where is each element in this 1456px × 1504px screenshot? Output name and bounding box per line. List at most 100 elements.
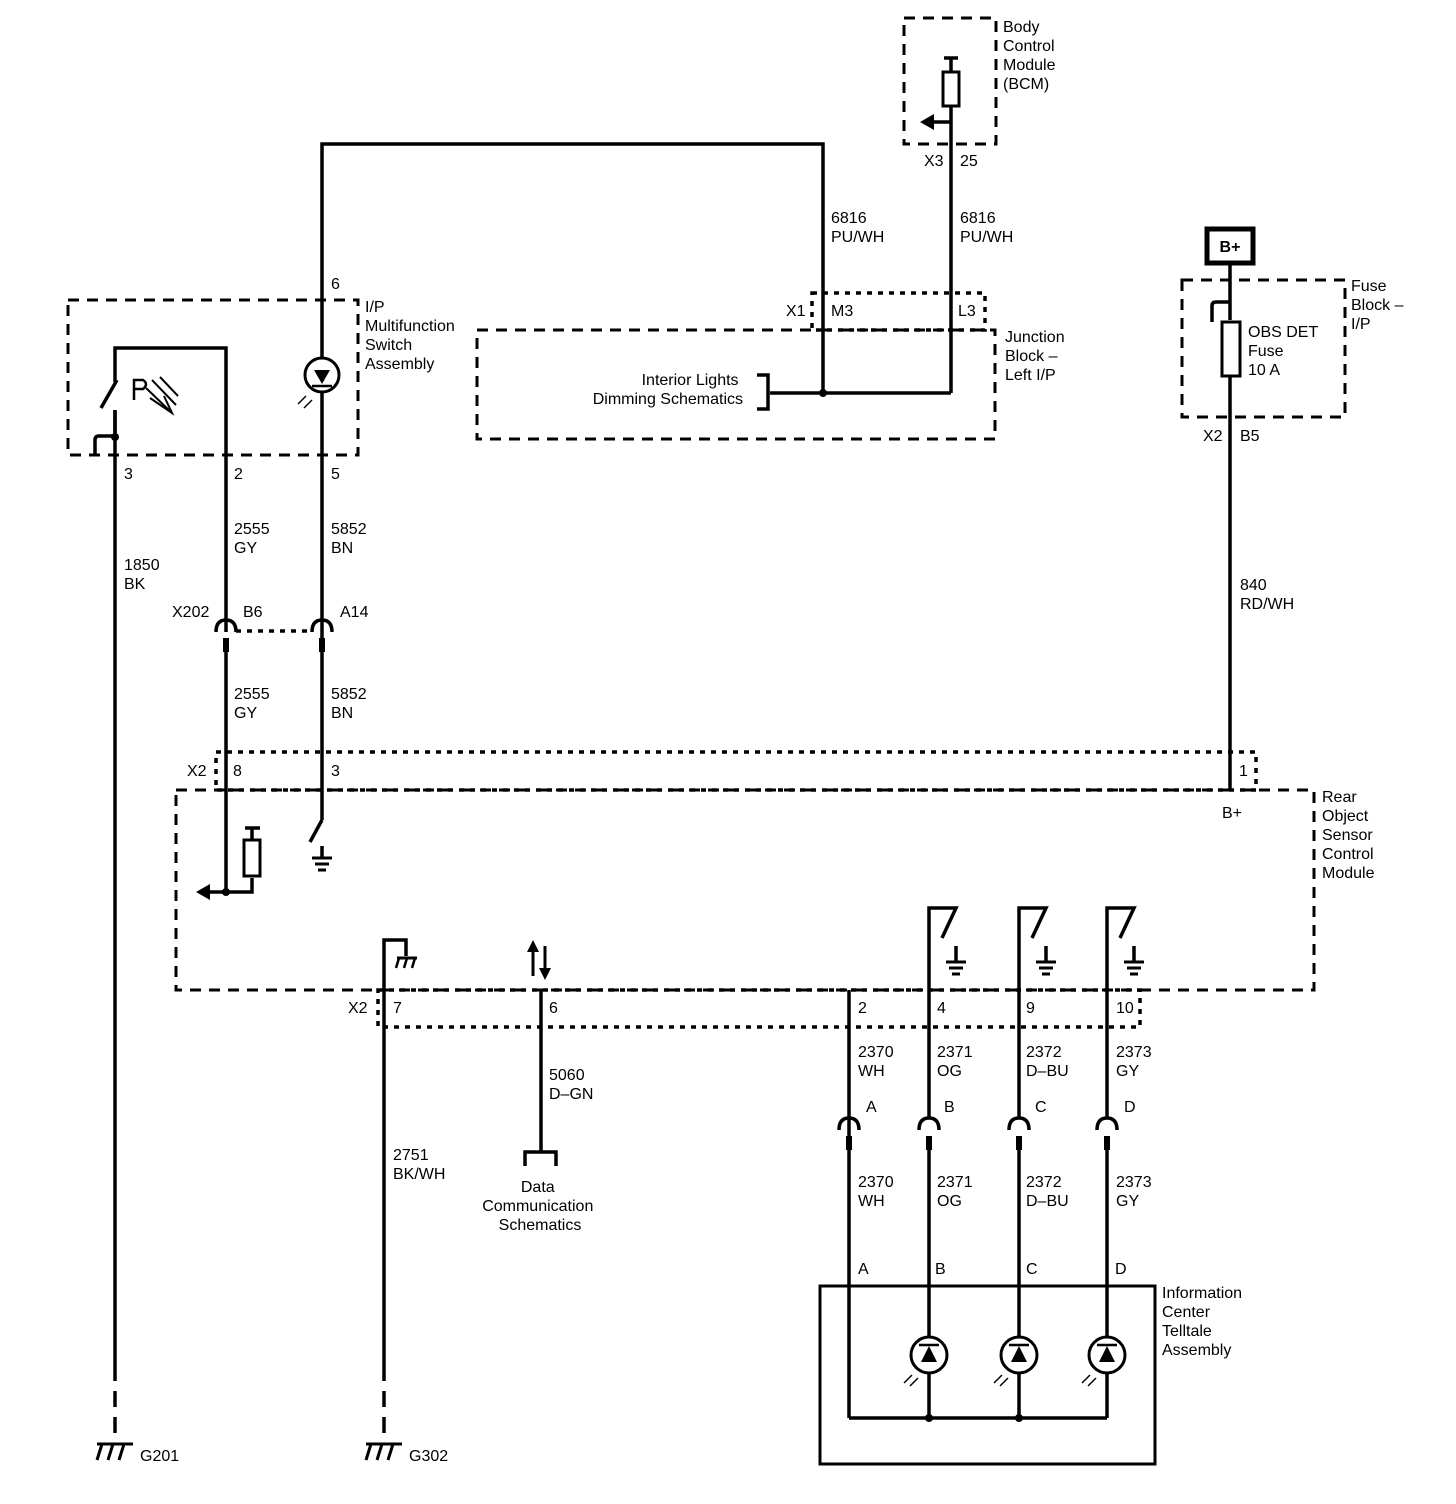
- fuse-block-outline: [1180, 278, 1347, 419]
- telltale-led-d-icon: [1081, 1335, 1127, 1387]
- info-center-outline: [818, 1284, 1157, 1466]
- ground-g302-label: G302: [409, 1448, 448, 1465]
- output-switch-d-icon: [1105, 906, 1144, 1118]
- module-input-arrow-icon: [196, 884, 210, 900]
- output-switch-c-icon: [1017, 906, 1056, 1118]
- interior-lights-reference: Interior Lights Dimming Schematics: [593, 372, 743, 408]
- ground-g201-label: G201: [140, 1448, 179, 1465]
- bcm-output-arrow-icon: [920, 114, 934, 130]
- wire-2371-upper: 2371 OG: [937, 1044, 977, 1080]
- x202-b6-connector-icon: [214, 618, 238, 633]
- telltale-pin-b: B: [935, 1261, 946, 1278]
- module-pin-6: 6: [549, 1000, 558, 1017]
- ground-g201-icon: [95, 1442, 133, 1461]
- chassis-ground-icon: [394, 956, 417, 969]
- wire-5060: 5060 D–GN: [549, 1067, 593, 1103]
- x202-pin-b6: B6: [243, 604, 263, 621]
- wire-2372-lower: 2372 D–BU: [1026, 1174, 1069, 1210]
- fuse-x2-label: X2: [1203, 428, 1223, 445]
- jb-pin-m3: M3: [831, 303, 853, 320]
- wire-840: 840 RD/WH: [1240, 577, 1294, 613]
- data-bidirectional-arrows-icon: [527, 940, 551, 980]
- module-pin-7: 7: [393, 1000, 402, 1017]
- telltale-led-b-icon: [903, 1335, 949, 1387]
- wire-5852-lower: 5852 BN: [331, 686, 371, 722]
- wire-2373-upper: 2373 GY: [1116, 1044, 1156, 1080]
- module-pin-10: 10: [1116, 1000, 1134, 1017]
- fuse-pin-b5: B5: [1240, 428, 1260, 445]
- ip-switch-outline: [66, 298, 360, 457]
- x202-pin-a14: A14: [340, 604, 369, 621]
- module-switch-blade-icon: [308, 819, 324, 843]
- module-supply-label: B+: [1222, 805, 1242, 822]
- bcm-resistor-icon: [941, 70, 961, 108]
- fuse-label: OBS DET Fuse 10 A: [1248, 324, 1322, 379]
- connector-a-icon: [837, 1116, 861, 1150]
- inline-pin-c: C: [1035, 1099, 1047, 1116]
- wire-1850: 1850 BK: [124, 557, 164, 593]
- wiper-symbol-icon: [132, 376, 179, 416]
- bcm-label: Body Control Module (BCM): [1003, 19, 1060, 93]
- battery-label: B+: [1220, 239, 1241, 256]
- x202-label: X202: [172, 604, 209, 621]
- wire-2555-lower: 2555 GY: [234, 686, 274, 722]
- connector-b-icon: [917, 1116, 941, 1150]
- module-pin-9: 9: [1026, 1000, 1035, 1017]
- data-comm-reference-bracket-icon: [523, 1150, 558, 1166]
- wire-2555-upper: 2555 GY: [234, 521, 274, 557]
- fuse-icon: [1220, 320, 1242, 378]
- ground-g302-icon: [364, 1442, 402, 1461]
- rear-module-x2-bottom-connector: [376, 988, 1142, 1029]
- module-x2-top-label: X2: [187, 763, 207, 780]
- wire-5852-upper: 5852 BN: [331, 521, 371, 557]
- wire-6816-right: 6816 PU/WH: [960, 210, 1013, 246]
- ip-switch-ground-connector-icon: [93, 434, 115, 454]
- module-pin-2: 2: [858, 1000, 867, 1017]
- module-pin-1: 1: [1239, 763, 1248, 780]
- splice-6816: [819, 389, 827, 397]
- telltale-led-c-icon: [993, 1335, 1039, 1387]
- module-x2-bottom-label: X2: [348, 1000, 368, 1017]
- output-switch-b-icon: [927, 906, 966, 1118]
- switch-pin-3: 3: [124, 466, 133, 483]
- wire-2372-upper: 2372 D–BU: [1026, 1044, 1069, 1080]
- fuse-block-label: Fuse Block – I/P: [1351, 278, 1408, 333]
- wire-2370-lower: 2370 WH: [858, 1174, 898, 1210]
- fuse-block-connector-icon: [1210, 300, 1230, 322]
- ip-switch-label: I/P Multifunction Switch Assembly: [365, 299, 459, 373]
- rear-module-x2-top-connector: [214, 750, 1258, 792]
- switch-pin-5: 5: [331, 466, 340, 483]
- module-ground-icon: [312, 856, 332, 872]
- telltale-pin-d: D: [1115, 1261, 1127, 1278]
- inline-pin-a: A: [866, 1099, 877, 1116]
- connector-c-icon: [1007, 1116, 1031, 1150]
- x202-a14-connector-icon: [310, 618, 334, 633]
- wire-2371-lower: 2371 OG: [937, 1174, 977, 1210]
- switch-pin-6: 6: [331, 276, 340, 293]
- rear-module-label: Rear Object Sensor Control Module: [1322, 789, 1378, 882]
- bcm-outline: [902, 16, 998, 146]
- telltale-pin-a: A: [858, 1261, 869, 1278]
- module-pullup-resistor-icon: [242, 838, 262, 878]
- switch-illumination-led-icon: [297, 356, 341, 409]
- module-pin-4: 4: [937, 1000, 946, 1017]
- switch-pin-2: 2: [234, 466, 243, 483]
- wire-6816-left: 6816 PU/WH: [831, 210, 884, 246]
- wiper-switch-blade-icon: [99, 379, 119, 409]
- wire-2370-upper: 2370 WH: [858, 1044, 898, 1080]
- bcm-pin-25: 25: [960, 153, 978, 170]
- rear-module-outline: [174, 788, 1316, 992]
- wire-2751: 2751 BK/WH: [393, 1147, 445, 1183]
- jb-pin-l3: L3: [958, 303, 976, 320]
- connector-d-icon: [1095, 1116, 1119, 1150]
- bcm-x3-label: X3: [924, 153, 944, 170]
- module-pin-8: 8: [233, 763, 242, 780]
- data-comm-reference: Data Communication Schematics: [482, 1179, 598, 1234]
- wire-2373-lower: 2373 GY: [1116, 1174, 1156, 1210]
- junction-connector-outline: [810, 291, 987, 332]
- module-pin-3: 3: [331, 763, 340, 780]
- jb-x1-label: X1: [786, 303, 806, 320]
- info-center-label: Information Center Telltale Assembly: [1162, 1285, 1247, 1359]
- junction-block-label: Junction Block – Left I/P: [1005, 329, 1069, 384]
